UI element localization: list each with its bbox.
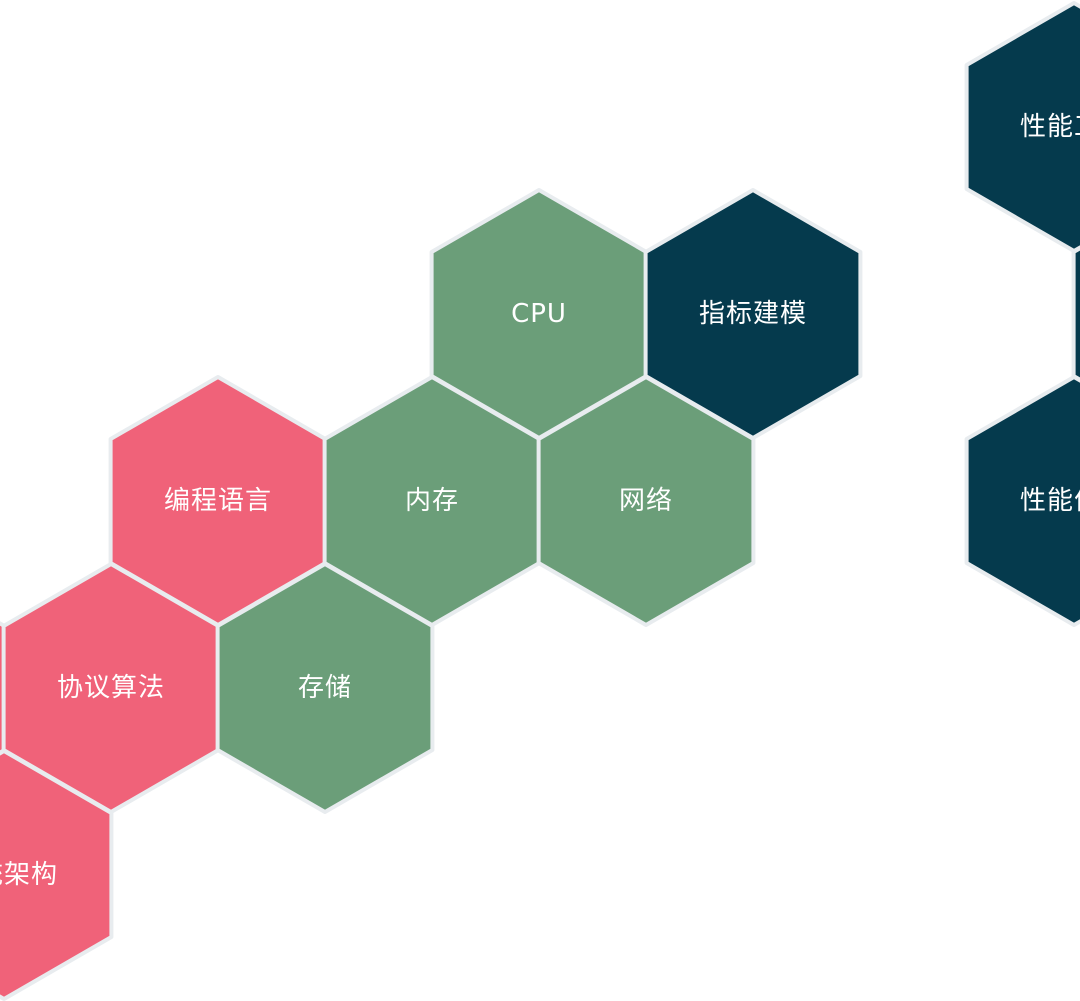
hexagon-label: 协议算法 bbox=[57, 673, 165, 703]
hexagon-label: 内存 bbox=[405, 486, 459, 516]
hexagon-label: 指标建模 bbox=[699, 299, 807, 329]
hexagon-label: 网络 bbox=[619, 486, 673, 516]
hexagon-label: 系统架构 bbox=[0, 860, 58, 890]
hexagon-label: 编程语言 bbox=[164, 486, 272, 516]
hexagon-label: 存储 bbox=[298, 673, 352, 703]
hexagon-shape bbox=[1071, 245, 1080, 383]
hexagon-shape bbox=[964, 375, 1080, 627]
hexagon-navy: 性能工具 bbox=[964, 1, 1080, 253]
hexagon-shape bbox=[215, 562, 435, 814]
hexagon-pink: 系统架构 bbox=[0, 749, 114, 1001]
hexagon-navy: 测试分析 bbox=[1071, 245, 1080, 383]
hexagon-label: 性能工具 bbox=[1020, 112, 1080, 142]
hexagon-navy: 性能优化 bbox=[964, 375, 1080, 627]
hexagon-green: 存储 bbox=[215, 562, 435, 814]
hexagon-label: 性能优化 bbox=[1020, 486, 1080, 516]
hexagon-green: 网络 bbox=[536, 375, 756, 627]
hexagon-label: CPU bbox=[511, 299, 567, 329]
hexagon-shape bbox=[536, 375, 756, 627]
hexagon-shape bbox=[0, 749, 114, 1001]
